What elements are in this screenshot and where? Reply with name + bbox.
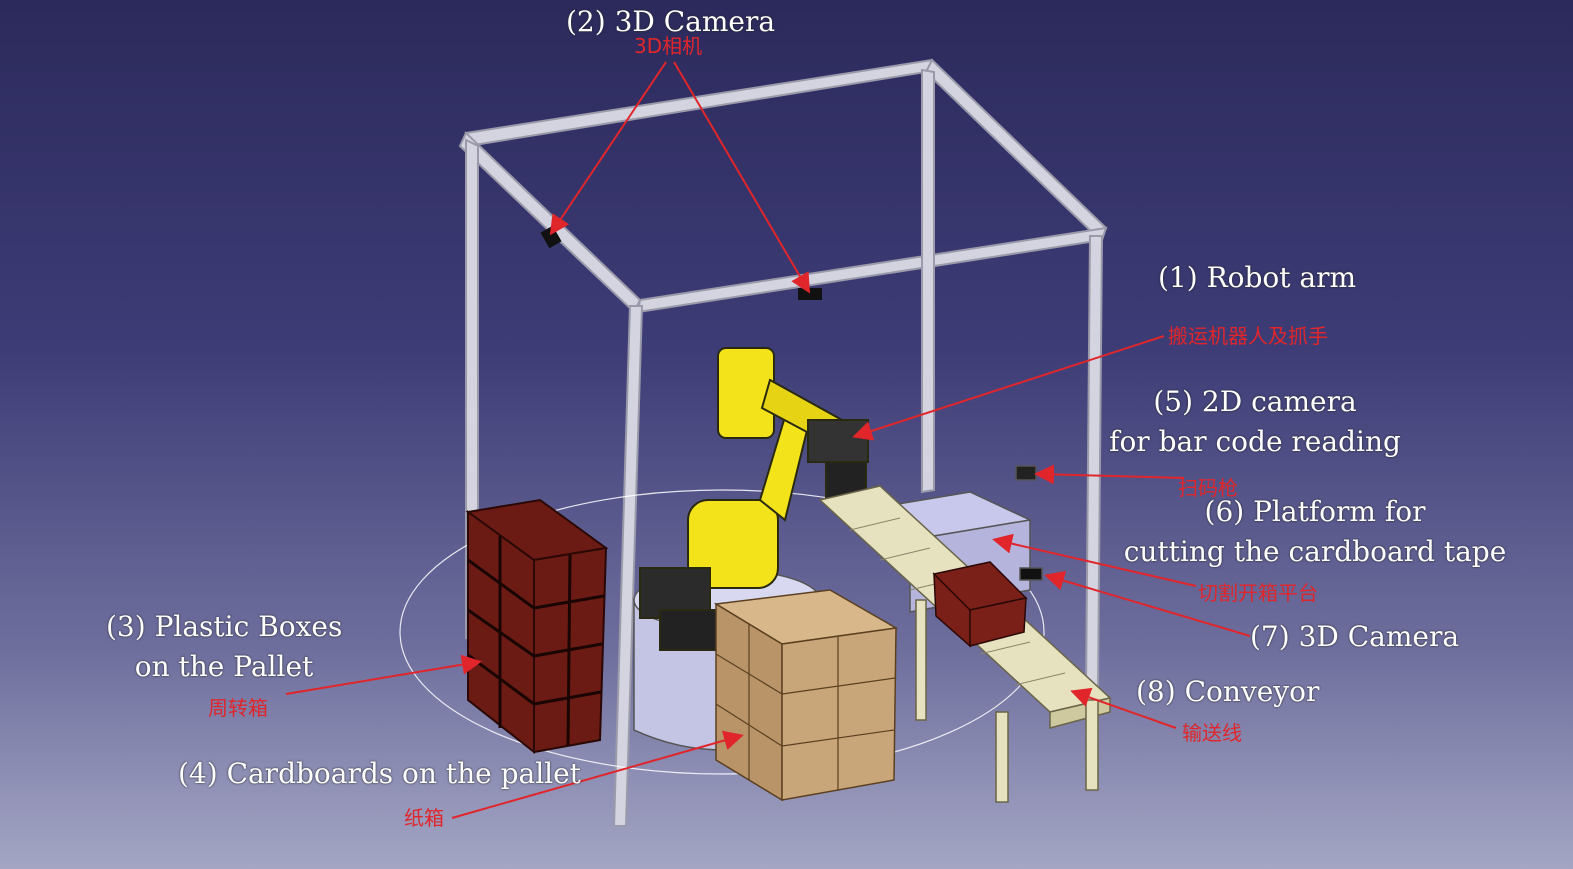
leader-arrows [285, 61, 1251, 819]
camera2d-label-line2: for bar code reading [1109, 425, 1401, 458]
plastic-boxes-label-line2: on the Pallet [134, 650, 314, 683]
top-3d-camera-right [798, 288, 822, 300]
conveyor-label: (8) Conveyor [1136, 675, 1320, 708]
robot-arm-cn-label: 搬运机器人及抓手 [1168, 324, 1328, 348]
work-area-ellipse [399, 489, 1045, 775]
top-3d-camera-left [540, 225, 562, 249]
platform-label-line2: cutting the cardboard tape [1123, 535, 1507, 568]
plastic-crate-stack [465, 498, 609, 755]
camera3d-top-cn-label: 3D相机 [634, 34, 703, 58]
cardboards-cn-label: 纸箱 [404, 806, 444, 830]
platform-cn-label: 切割开箱平台 [1198, 581, 1318, 605]
camera2d-cn-label: 扫码枪 [1178, 476, 1238, 500]
conveyor-cn-label: 输送线 [1182, 721, 1242, 745]
robot-arm-label: (1) Robot arm [1158, 261, 1357, 294]
cardboards-label: (4) Cardboards on the pallet [178, 757, 581, 790]
camera3d-top-label: (2) 3D Camera [566, 5, 776, 38]
plastic-boxes-cn-label: 周转箱 [208, 696, 268, 720]
cardboard-stack [713, 589, 899, 802]
plastic-boxes-label-line1: (3) Plastic Boxes [106, 610, 343, 643]
camera2d-label-line1: (5) 2D camera [1153, 385, 1357, 418]
camera3d-side-label: (7) 3D Camera [1250, 620, 1460, 653]
crate-on-conveyor [932, 561, 1028, 648]
platform-label-line1: (6) Platform for [1204, 495, 1426, 528]
robot-arm [639, 347, 869, 651]
